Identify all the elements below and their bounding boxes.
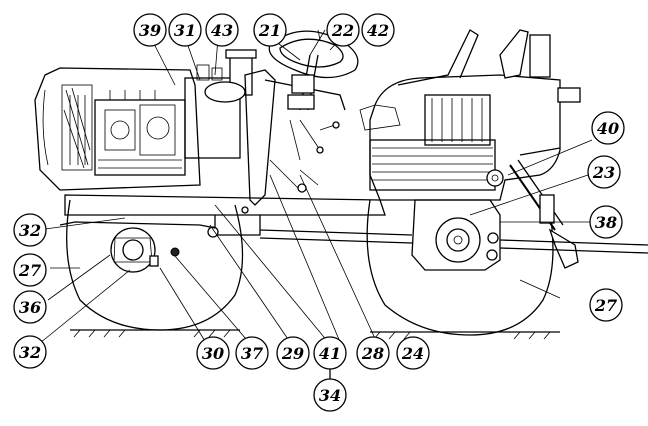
- callout-41: 41: [319, 344, 341, 363]
- callout-42: 42: [367, 21, 389, 40]
- callout-labels: 39 31 43 21 22 42 40 23 38 32 27 36 32 2…: [18, 21, 619, 405]
- engine-hood: [34, 49, 257, 191]
- callout-27-right: 27: [594, 296, 617, 315]
- chassis: [59, 194, 413, 244]
- callout-27-left: 27: [18, 261, 41, 280]
- callout-32-bottom: 32: [19, 343, 41, 362]
- front-wheel: [66, 199, 244, 331]
- dashboard: [244, 69, 346, 206]
- callout-36: 36: [19, 298, 41, 317]
- rear-wheel: [366, 199, 554, 336]
- callout-39: 39: [139, 21, 161, 40]
- callout-37: 37: [241, 344, 263, 363]
- rear-body: [359, 29, 581, 201]
- callout-28: 28: [361, 344, 384, 363]
- callout-29: 29: [281, 344, 304, 363]
- callout-43: 43: [211, 21, 233, 40]
- callout-40: 40: [597, 119, 619, 138]
- callout-31: 31: [174, 21, 196, 40]
- callout-38: 38: [595, 213, 617, 232]
- callout-22: 22: [331, 21, 354, 40]
- callout-34: 34: [319, 386, 341, 405]
- leader-lines: [37, 29, 593, 347]
- callout-24: 24: [401, 344, 424, 363]
- callout-circles: [13, 13, 625, 412]
- callout-21: 21: [258, 21, 281, 40]
- callout-23: 23: [592, 163, 615, 182]
- callout-32-top: 32: [19, 221, 41, 240]
- rear-hitch: [486, 147, 648, 269]
- callout-30: 30: [202, 344, 224, 363]
